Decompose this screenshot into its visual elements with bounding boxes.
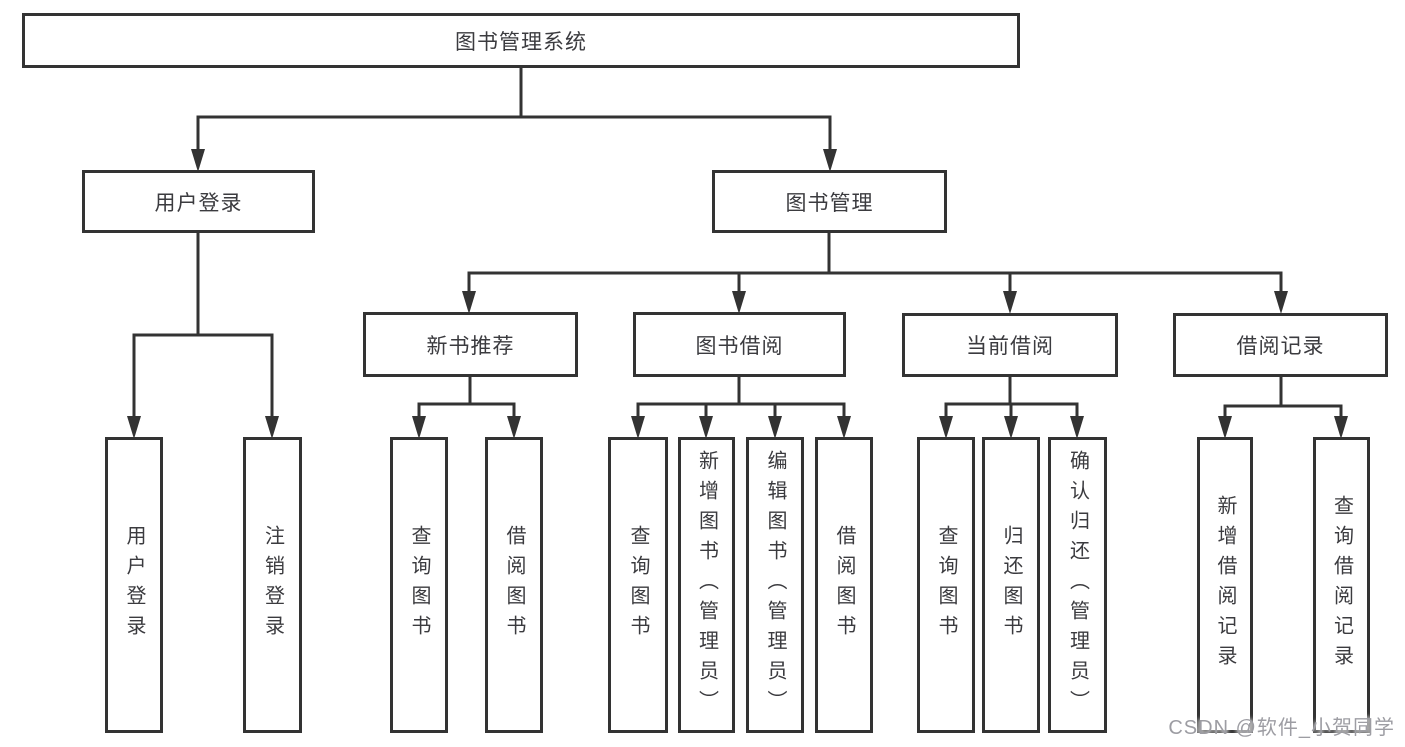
node-current-borrowing: 当前借阅 (902, 313, 1118, 377)
leaf-borrow-books-2-label: 借阅图书 (833, 525, 855, 645)
leaf-return-books-label: 归还图书 (1000, 525, 1022, 645)
node-borrowing-records: 借阅记录 (1173, 313, 1388, 377)
leaf-return-books: 归还图书 (982, 437, 1040, 733)
leaf-add-borrow-record-label: 新增借阅记录 (1214, 495, 1236, 675)
leaf-user-login: 用户登录 (105, 437, 163, 733)
node-borrowing-records-label: 借阅记录 (1236, 335, 1325, 358)
leaf-borrow-books-1-label: 借阅图书 (503, 525, 525, 645)
leaf-borrow-books-2: 借阅图书 (815, 437, 873, 733)
leaf-add-books-admin-label: 新增图书（管理员） (695, 450, 718, 720)
leaf-confirm-return-admin-label: 确认归还（管理员） (1066, 450, 1089, 720)
leaf-logout-label: 注销登录 (261, 525, 284, 645)
leaf-borrow-books-1: 借阅图书 (485, 437, 543, 733)
leaf-query-books-3: 查询图书 (917, 437, 975, 733)
node-book-management: 图书管理 (712, 170, 947, 233)
leaf-query-borrow-record: 查询借阅记录 (1313, 437, 1370, 733)
csdn-watermark: CSDN @软件_小贺同学 (1168, 717, 1395, 739)
node-current-borrowing-label: 当前借阅 (966, 335, 1054, 358)
leaf-query-books-1: 查询图书 (390, 437, 448, 733)
node-library-management-system: 图书管理系统 (22, 13, 1020, 68)
leaf-query-books-3-label: 查询图书 (935, 525, 957, 645)
node-new-book-recommendation-label: 新书推荐 (426, 334, 515, 358)
leaf-logout: 注销登录 (243, 437, 302, 733)
node-user-login-label: 用户登录 (154, 191, 243, 215)
node-book-management-label: 图书管理 (785, 191, 874, 215)
leaf-edit-books-admin: 编辑图书（管理员） (746, 437, 804, 733)
leaf-add-books-admin: 新增图书（管理员） (678, 437, 735, 733)
node-user-login: 用户登录 (82, 170, 315, 233)
leaf-query-books-2: 查询图书 (608, 437, 668, 733)
leaf-query-books-2-label: 查询图书 (627, 525, 649, 645)
leaf-confirm-return-admin: 确认归还（管理员） (1048, 437, 1107, 733)
node-book-borrowing-label: 图书借阅 (695, 334, 784, 358)
leaf-query-borrow-record-label: 查询借阅记录 (1330, 495, 1353, 675)
leaf-add-borrow-record: 新增借阅记录 (1197, 437, 1253, 733)
leaf-user-login-label: 用户登录 (123, 525, 145, 645)
leaf-query-books-1-label: 查询图书 (408, 525, 430, 645)
node-new-book-recommendation: 新书推荐 (363, 312, 578, 377)
node-library-management-system-label: 图书管理系统 (455, 30, 587, 54)
leaf-edit-books-admin-label: 编辑图书（管理员） (764, 450, 786, 720)
node-book-borrowing: 图书借阅 (633, 312, 846, 377)
